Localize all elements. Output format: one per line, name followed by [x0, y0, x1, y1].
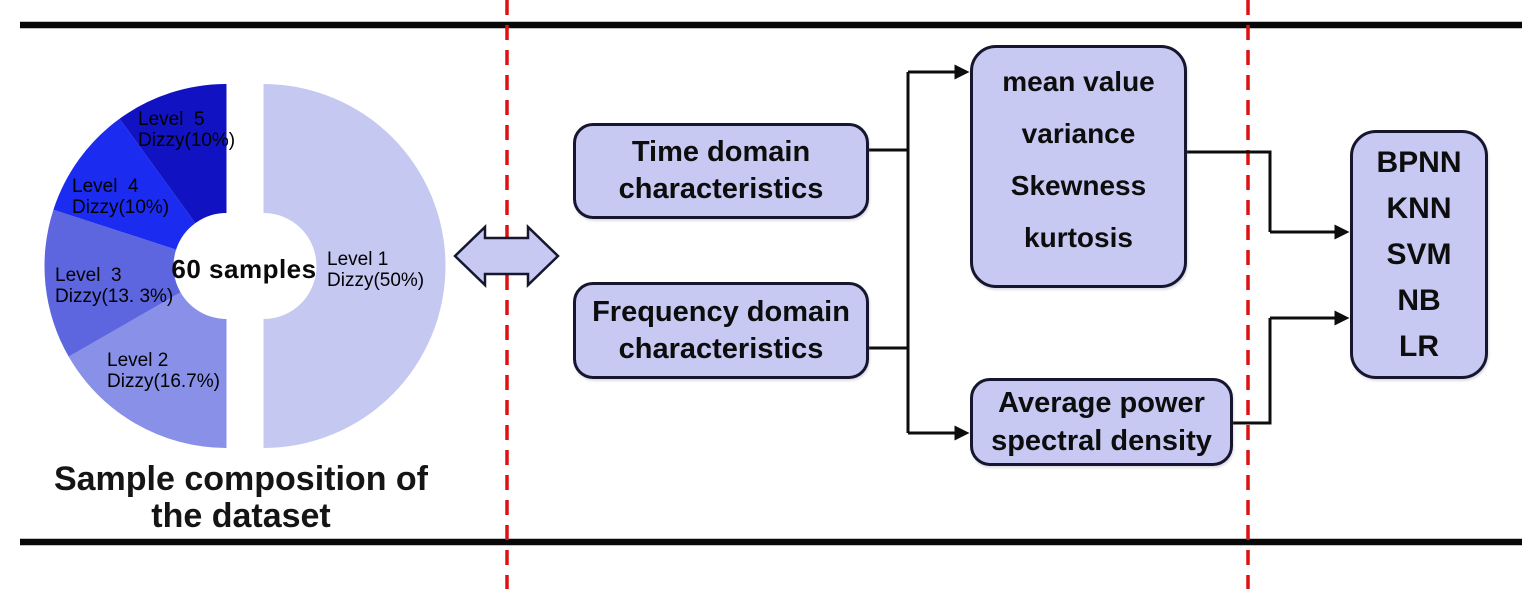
node-text-line: kurtosis	[1024, 221, 1133, 253]
pie-caption-line-2: the dataset	[151, 497, 331, 535]
node-text-line: Time domain	[631, 136, 811, 168]
node-text-line: mean value	[1002, 65, 1155, 97]
node-text-line: BPNN	[1376, 145, 1462, 179]
pie-caption: Sample composition of the dataset	[40, 461, 442, 535]
pie-slice-level-4	[53, 118, 196, 250]
connector-right-tree	[1187, 150, 1272, 425]
pie-center-label: 60 samples	[171, 254, 317, 284]
node-classifiers: BPNN KNN SVM NB LR	[1350, 130, 1488, 379]
node-text-line: characteristics	[618, 173, 824, 205]
pie-slice-level-3	[44, 209, 181, 357]
node-time-domain-features: mean value variance Skewness kurtosis	[970, 45, 1187, 288]
pie-slice-level-5	[119, 84, 227, 224]
pie-slice-level-2	[68, 292, 227, 448]
node-text-line: Frequency domain	[592, 295, 850, 328]
node-text-line: LR	[1399, 329, 1439, 363]
node-text-line: spectral density	[991, 425, 1212, 457]
pie-slice-level-1	[263, 84, 446, 449]
pie-chart	[44, 84, 446, 449]
node-text-line: Average power	[998, 387, 1205, 419]
node-text-line: KNN	[1386, 191, 1452, 225]
double-arrow-icon	[453, 224, 560, 288]
node-text-line: SVM	[1386, 237, 1452, 271]
connector-left-tree	[868, 72, 910, 433]
node-time-domain-characteristics: Time domain characteristics	[573, 123, 869, 219]
node-text-line: Skewness	[1010, 169, 1147, 201]
node-text-line: characteristics	[618, 332, 824, 365]
node-text-line: NB	[1397, 283, 1441, 317]
pie-caption-line-1: Sample composition of	[53, 460, 429, 498]
node-text-line: variance	[1021, 117, 1136, 149]
node-average-power-spectral-density: Average power spectral density	[970, 378, 1233, 466]
node-frequency-domain-characteristics: Frequency domain characteristics	[573, 282, 869, 379]
